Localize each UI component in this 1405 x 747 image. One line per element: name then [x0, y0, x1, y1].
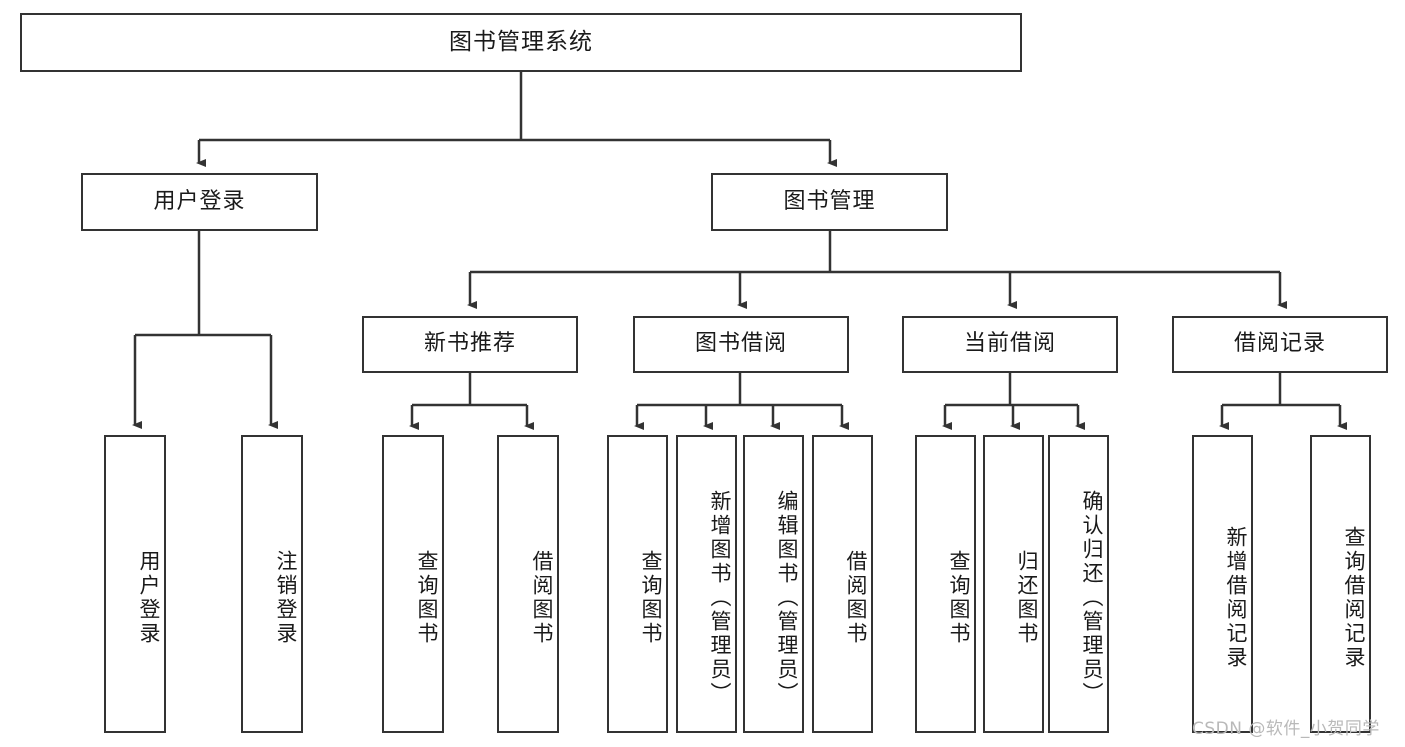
node-root-system[interactable]: 图书管理系统 — [20, 13, 1022, 72]
node-user-login[interactable]: 用户登录 — [81, 173, 318, 231]
node-borrow-record[interactable]: 借阅记录 — [1172, 316, 1388, 373]
leaf-logout-login[interactable]: 注销登录 — [241, 435, 303, 733]
node-book-borrow[interactable]: 图书借阅 — [633, 316, 849, 373]
leaf-borrow-book-borrow[interactable]: 借阅图书 — [812, 435, 873, 733]
leaf-user-login[interactable]: 用户登录 — [104, 435, 166, 733]
leaf-borrow-book-recommend[interactable]: 借阅图书 — [497, 435, 559, 733]
leaf-query-borrow-record[interactable]: 查询借阅记录 — [1310, 435, 1371, 733]
node-new-book-recommend[interactable]: 新书推荐 — [362, 316, 578, 373]
leaf-return-book[interactable]: 归还图书 — [983, 435, 1044, 733]
leaf-query-book-borrow[interactable]: 查询图书 — [607, 435, 668, 733]
node-current-borrow[interactable]: 当前借阅 — [902, 316, 1118, 373]
leaf-query-book-recommend[interactable]: 查询图书 — [382, 435, 444, 733]
leaf-query-book-current[interactable]: 查询图书 — [915, 435, 976, 733]
node-book-manage[interactable]: 图书管理 — [711, 173, 948, 231]
leaf-edit-book-admin[interactable]: 编辑图书（管理员） — [743, 435, 804, 733]
leaf-confirm-return-admin[interactable]: 确认归还（管理员） — [1048, 435, 1109, 733]
leaf-add-borrow-record[interactable]: 新增借阅记录 — [1192, 435, 1253, 733]
leaf-add-book-admin[interactable]: 新增图书（管理员） — [676, 435, 737, 733]
